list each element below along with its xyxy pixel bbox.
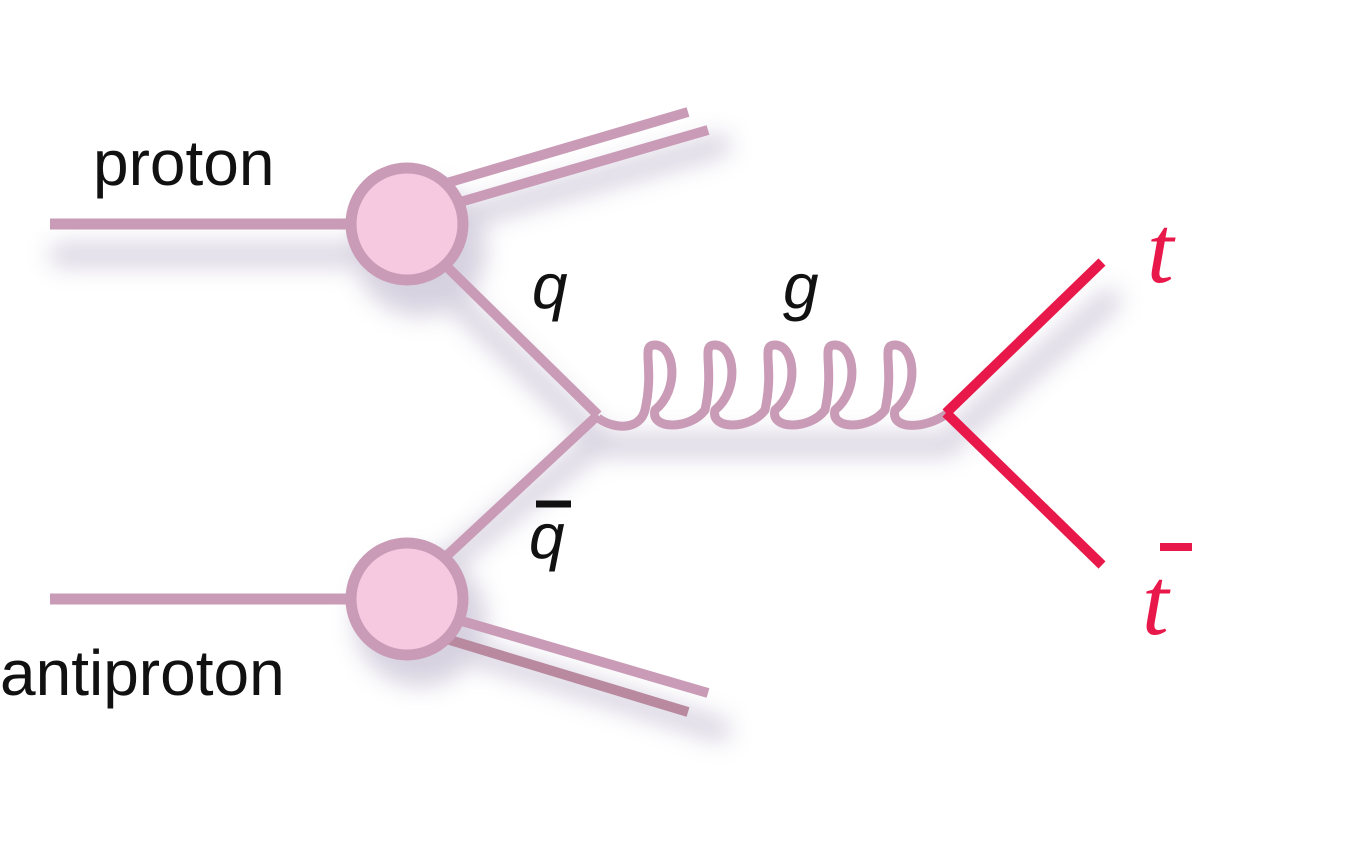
antiproton-label: antiproton [0,637,285,709]
quark-label: q [532,250,568,322]
antitop-line [942,409,1106,569]
top-label: t [1147,196,1176,303]
quark-line [436,256,602,419]
antiquark-line [436,411,602,566]
antiproton-remnant-lines [438,612,710,717]
antiquark-label-group: q [529,500,571,572]
antiquark-label: q [529,500,565,572]
top-line [942,258,1106,417]
antitop-label-group: t [1142,543,1192,655]
antitop-label: t [1142,548,1171,655]
proton-vertex-blob [345,162,469,286]
proton-label: proton [93,127,274,199]
gluon-label: g [783,250,819,322]
proton-remnant-lines [438,107,710,210]
gluon-line [595,340,951,431]
antiproton-vertex-blob [345,537,469,661]
